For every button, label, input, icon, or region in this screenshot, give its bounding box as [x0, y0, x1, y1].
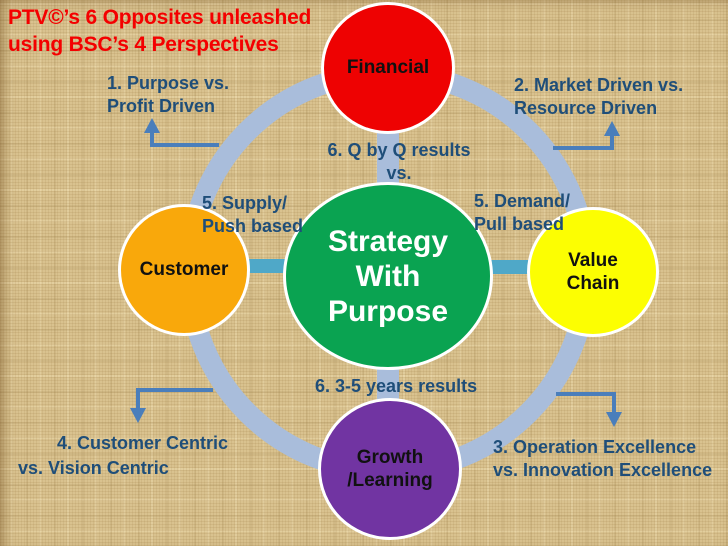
growth-line1: Growth	[356, 447, 424, 468]
slide-title-line2: using BSC’s 4 Perspectives	[8, 33, 279, 56]
label-opposite-6-bottom: 6. 3-5 years results	[315, 375, 477, 398]
opposite-5-supply-line1: 5. Supply/	[202, 193, 288, 213]
arrowhead-down-left-icon	[130, 408, 146, 423]
opposite-5-demand-line2: Pull based	[474, 214, 565, 234]
label-opposite-4-line2: vs. Vision Centric	[18, 458, 169, 478]
center-line2: With	[355, 259, 421, 293]
center-circle-label: Strategy With Purpose	[328, 224, 448, 329]
opposite-6-bottom-line1: 6. 3-5 years results	[315, 376, 478, 396]
connector-center-valuechain	[483, 260, 537, 274]
label-opposite-2: 2. Market Driven vs. Resource Driven	[514, 74, 683, 120]
arrowhead-up-left-icon	[144, 118, 160, 133]
slide-title: PTV©’s 6 Opposites unleashed using BSC’s…	[8, 4, 311, 58]
circle-growth-label: Growth /Learning	[347, 446, 433, 492]
arrow-line-operation	[556, 392, 616, 414]
arrow-line-purpose	[150, 131, 219, 147]
label-opposite-6-top: 6. Q by Q results vs.	[308, 139, 490, 185]
circle-value-chain: Value Chain	[527, 207, 659, 337]
label-opposite-4-line1: 4. Customer Centric	[57, 433, 229, 453]
opposite-2-line1: 2. Market Driven vs.	[514, 75, 684, 95]
opposite-2-line2: Resource Driven	[514, 98, 658, 118]
connector-customer-center	[238, 259, 292, 273]
center-line3: Purpose	[327, 294, 448, 328]
circle-financial: Financial	[321, 2, 455, 134]
value-chain-line2: Chain	[566, 273, 620, 294]
circle-growth-learning: Growth /Learning	[318, 398, 462, 540]
label-opposite-5-demand: 5. Demand/ Pull based	[474, 190, 570, 236]
opposite-6-top-line2: vs.	[386, 163, 412, 183]
arrow-group	[136, 131, 616, 414]
center-line1: Strategy	[327, 224, 449, 258]
value-chain-line1: Value	[568, 250, 618, 271]
opposite-3-line2: vs. Innovation Excellence	[493, 460, 713, 480]
circle-financial-label: Financial	[346, 57, 430, 78]
opposite-3-line1: 3. Operation Excellence	[493, 437, 697, 457]
label-opposite-5-supply: 5. Supply/ Push based	[202, 192, 303, 238]
label-opposite-1: 1. Purpose vs. Profit Driven	[107, 72, 229, 118]
arrow-line-customer-centric	[136, 388, 213, 410]
label-opposite-3: 3. Operation Excellence vs. Innovation E…	[493, 436, 712, 482]
slide-title-line1: PTV©’s 6 Opposites unleashed	[8, 6, 312, 29]
connector-financial-center	[377, 122, 399, 196]
arrowhead-group	[130, 118, 622, 427]
arrowhead-up-right-icon	[604, 121, 620, 136]
opposite-5-supply-line2: Push based	[202, 216, 304, 236]
opposite-5-demand-line1: 5. Demand/	[474, 191, 571, 211]
circle-customer: Customer	[118, 204, 250, 336]
growth-line2: /Learning	[347, 470, 433, 491]
circle-customer-label: Customer	[139, 259, 229, 280]
opposite-1-line1: 1. Purpose vs.	[107, 73, 230, 93]
arrowhead-down-right-icon	[606, 412, 622, 427]
opposite-6-top-line1: 6. Q by Q results	[327, 140, 471, 160]
circle-strategy-with-purpose: Strategy With Purpose	[283, 182, 493, 370]
arrow-line-market	[553, 134, 614, 150]
opposite-1-line2: Profit Driven	[107, 96, 216, 116]
circle-value-chain-label: Value Chain	[567, 249, 620, 295]
